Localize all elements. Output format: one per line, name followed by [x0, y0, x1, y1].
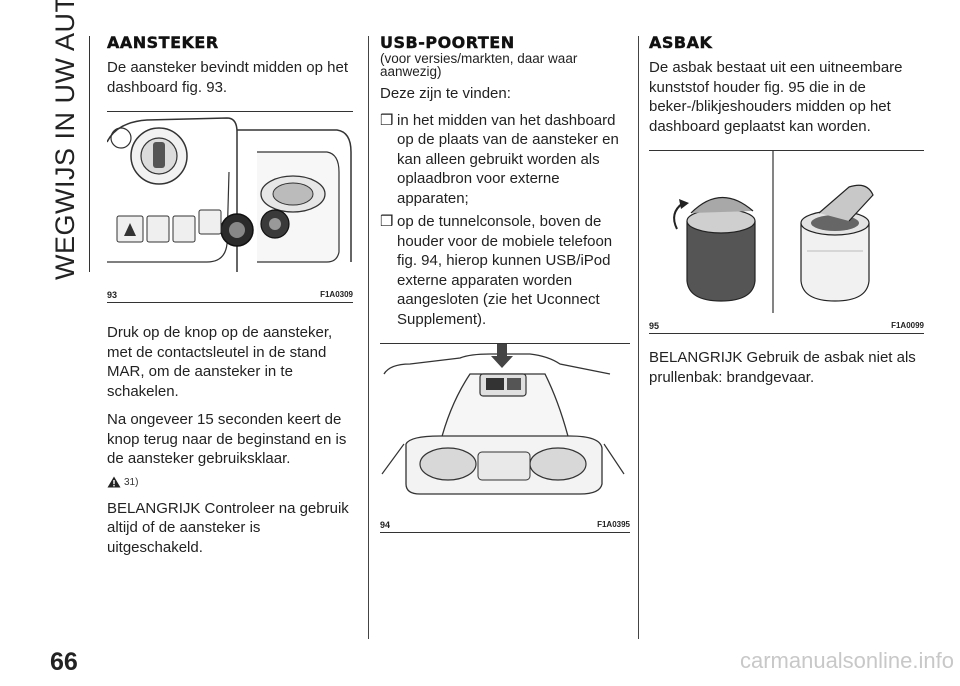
- list-item: ❒ op de tunnelconsole, boven de houder v…: [380, 212, 630, 329]
- lighter-illustration: [106, 112, 353, 282]
- warning-reference: 31): [107, 476, 353, 488]
- page-number: 66: [50, 648, 78, 676]
- figure-93: 93 F1A0309: [106, 111, 353, 303]
- paragraph-1: Druk op de knop op de aansteker, met de …: [107, 324, 333, 400]
- usb-port-illustration: [380, 344, 626, 512]
- section-usb-poorten: USB-POORTEN (voor versies/markten, daar …: [380, 33, 630, 533]
- ashtray-illustration: [649, 151, 924, 313]
- figure-95: 95 F1A0099: [649, 150, 924, 334]
- section-asbak: ASBAK De asbak bestaat uit een uitneemba…: [649, 33, 924, 387]
- figure-caption: 95 F1A0099: [649, 318, 924, 334]
- column-divider-2: [638, 36, 639, 639]
- intro-text: De aansteker bevindt midden op het dashb…: [107, 59, 348, 96]
- figure-number: 93: [107, 290, 118, 300]
- bullet-checkbox-icon: ❒: [380, 213, 394, 230]
- intro-text: Deze zijn te vinden:: [380, 85, 511, 102]
- section-aansteker: AANSTEKER De aansteker bevindt midden op…: [106, 33, 353, 557]
- paragraph-1: BELANGRIJK Gebruik de asbak niet als pru…: [649, 349, 916, 386]
- location-list: ❒ in het midden van het dashboard op de …: [380, 111, 630, 330]
- figure-caption: 94 F1A0395: [380, 517, 630, 533]
- paragraph-3: BELANGRIJK Controleer na gebruik altijd …: [107, 499, 349, 556]
- warning-triangle-icon: [107, 476, 121, 487]
- column-divider-1: [368, 36, 369, 639]
- figure-code: F1A0395: [597, 520, 630, 529]
- chapter-title: WEGWIJS IN UW AUTO: [50, 0, 80, 280]
- intro-text: De asbak bestaat uit een uitneembare kun…: [649, 59, 903, 135]
- figure-94: 94 F1A0395: [380, 343, 630, 533]
- section-heading: USB-POORTEN: [380, 33, 515, 52]
- section-subheading: (voor versies/markten, daar waar aanwezi…: [380, 51, 578, 79]
- list-item-text: op de tunnelconsole, boven de houder voo…: [397, 213, 613, 328]
- list-item-text: in het midden van het dashboard op de pl…: [397, 111, 619, 207]
- section-heading: ASBAK: [649, 33, 713, 52]
- paragraph-2: Na ongeveer 15 seconden keert de knop te…: [107, 411, 347, 467]
- warning-ref-number: 31): [124, 476, 139, 488]
- figure-number: 95: [649, 321, 660, 331]
- figure-caption: 93 F1A0309: [107, 287, 353, 303]
- figure-number: 94: [380, 520, 391, 530]
- figure-code: F1A0309: [320, 290, 353, 299]
- chapter-rule: [89, 36, 90, 272]
- figure-code: F1A0099: [891, 321, 924, 330]
- watermark: carmanualsonline.info: [739, 648, 954, 673]
- section-heading: AANSTEKER: [107, 33, 219, 52]
- list-item: ❒ in het midden van het dashboard op de …: [380, 111, 630, 209]
- bullet-checkbox-icon: ❒: [380, 111, 394, 129]
